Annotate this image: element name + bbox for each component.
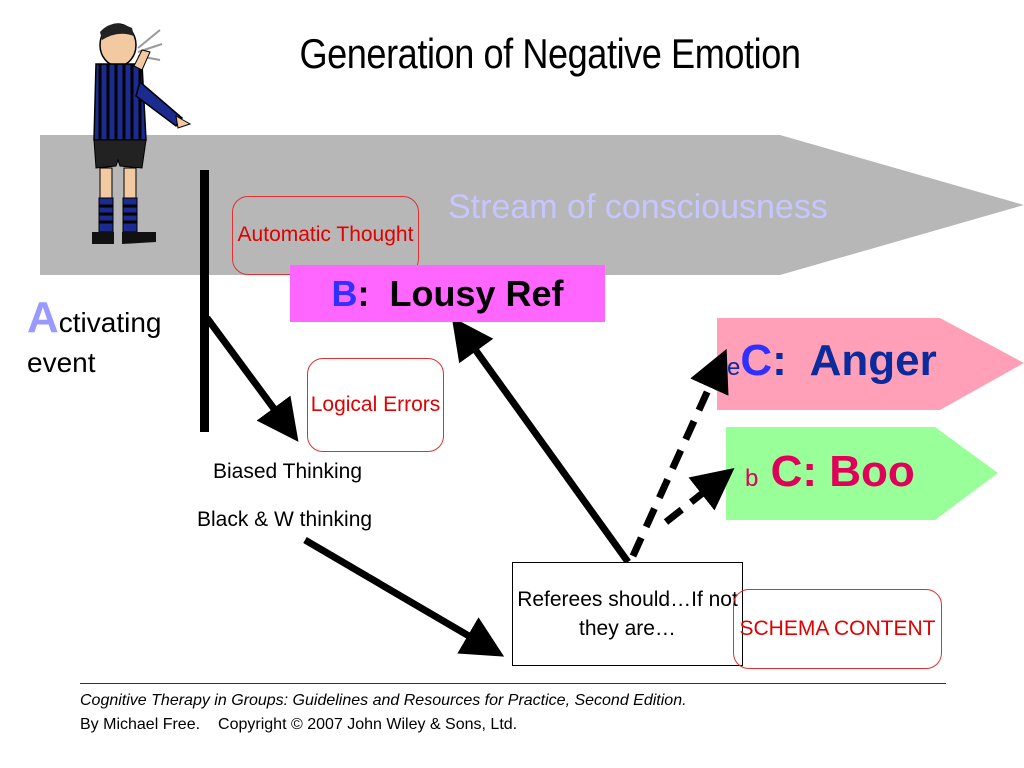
biased-thinking-label: Biased Thinking [213,460,363,483]
automatic-thought-box: Automatic Thought [232,196,419,275]
referees-rule-box: Referees should…If not they are… [512,562,743,666]
activating-rest: ctivating [58,307,162,338]
stream-arrow [40,135,1024,275]
activating-line2: event [27,347,96,378]
anger-prefix: e [727,354,741,381]
footer-copyright-text: Copyright © 2007 John Wiley & Sons, Ltd. [218,716,518,733]
boo-text: C: Boo [770,447,915,496]
belief-text: : Lousy Ref [357,272,564,314]
belief-letter: B [331,272,358,314]
footer-citation: Cognitive Therapy in Groups: Guidelines … [80,692,687,709]
anger-shape [717,318,1024,410]
anger-text: : Anger [772,336,937,385]
footer-author: By Michael Free. [80,716,201,733]
arrow-to-referees [303,536,505,657]
belief-box: B: Lousy Ref [290,265,605,322]
logical-errors-box: Logical Errors [307,358,444,452]
black-white-thinking-label: Black & W thinking [197,508,373,531]
boo-consequence-label: b C: Boo [745,447,915,497]
dashed-arrow-anger [629,348,729,558]
stream-label: Stream of consciousness [448,188,828,226]
activating-timeline-bar [200,170,209,432]
referee-whistle-figure [92,23,192,244]
footer-copyright: By Michael Free. Copyright © 2007 John Wi… [80,716,535,734]
schema-content-box: SCHEMA CONTENT [733,589,942,669]
arrow-to-belief [451,316,631,565]
dashed-arrow-boo [663,467,735,525]
boo-shape [726,427,998,520]
page-title: Generation of Negative Emotion [299,30,801,77]
footer-divider [80,683,946,684]
activating-event-label: Activating event [27,290,162,380]
anger-consequence-label: eC: Anger [727,336,937,386]
activating-letter: A [27,293,59,342]
arrow-to-biased [204,315,299,442]
boo-prefix: b [745,465,759,492]
anger-letter: C [740,336,773,385]
